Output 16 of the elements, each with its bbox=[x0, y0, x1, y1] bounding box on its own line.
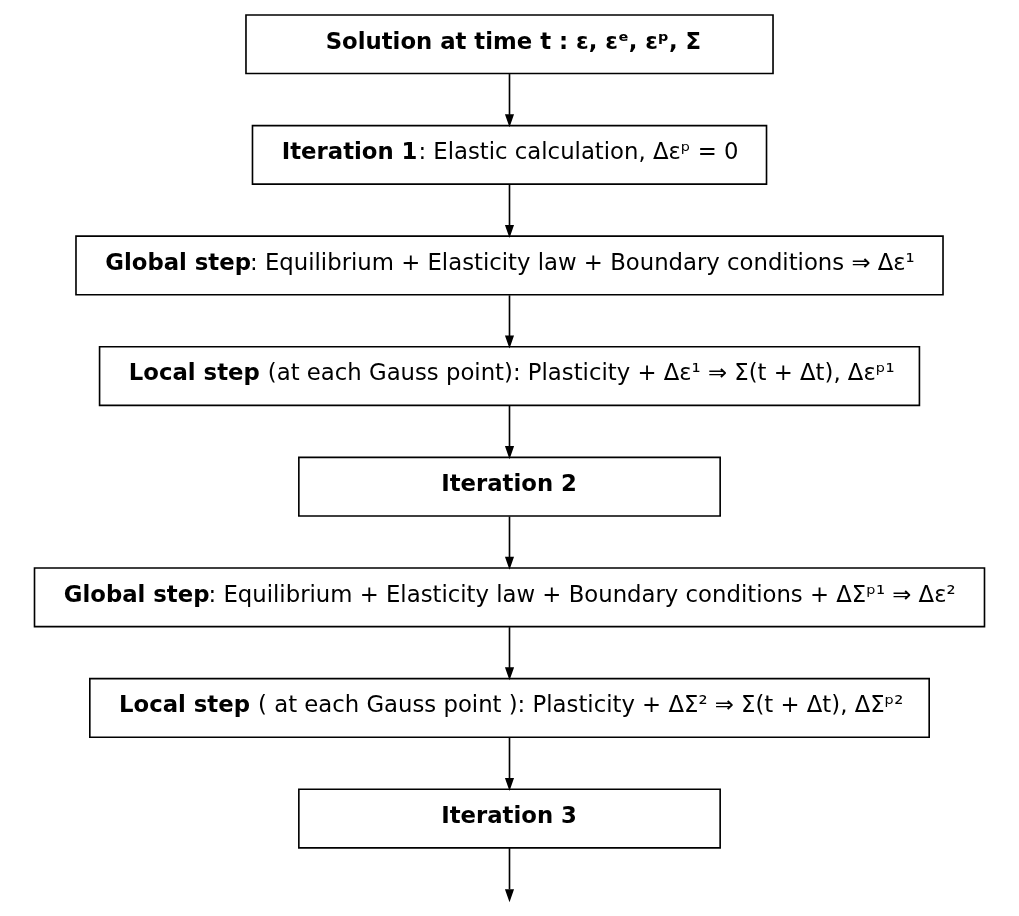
node-box: Iteration 2 bbox=[298, 456, 721, 517]
arrow bbox=[504, 847, 515, 903]
node-box: Local step (at each Gauss point): Plasticity + Δε¹ ⇒ Σ(t + Δt), Δεᵖ¹ bbox=[98, 346, 921, 407]
node-box: Iteration 3 bbox=[298, 788, 721, 849]
arrow bbox=[504, 626, 515, 681]
node-box: Solution at time t : ε, εᵉ, εᵖ, Σ bbox=[245, 14, 774, 75]
node-box: Global step: Equilibrium + Elasticity law + Boundary conditions ⇒ Δε¹ bbox=[75, 235, 944, 296]
arrow bbox=[504, 405, 515, 460]
node-box: Local step ( at each Gauss point ): Plasticity + ΔΣ² ⇒ Σ(t + Δt), ΔΣᵖ² bbox=[89, 677, 930, 738]
arrow bbox=[504, 73, 515, 128]
arrow bbox=[504, 515, 515, 570]
node-box: Global step: Equilibrium + Elasticity law + Boundary conditions + ΔΣᵖ¹ ⇒ Δε² bbox=[33, 567, 986, 628]
arrow bbox=[504, 736, 515, 791]
arrow bbox=[504, 294, 515, 349]
node-box: Iteration 1: Elastic calculation, Δεᵖ = 0 bbox=[251, 124, 768, 185]
arrow bbox=[504, 183, 515, 238]
